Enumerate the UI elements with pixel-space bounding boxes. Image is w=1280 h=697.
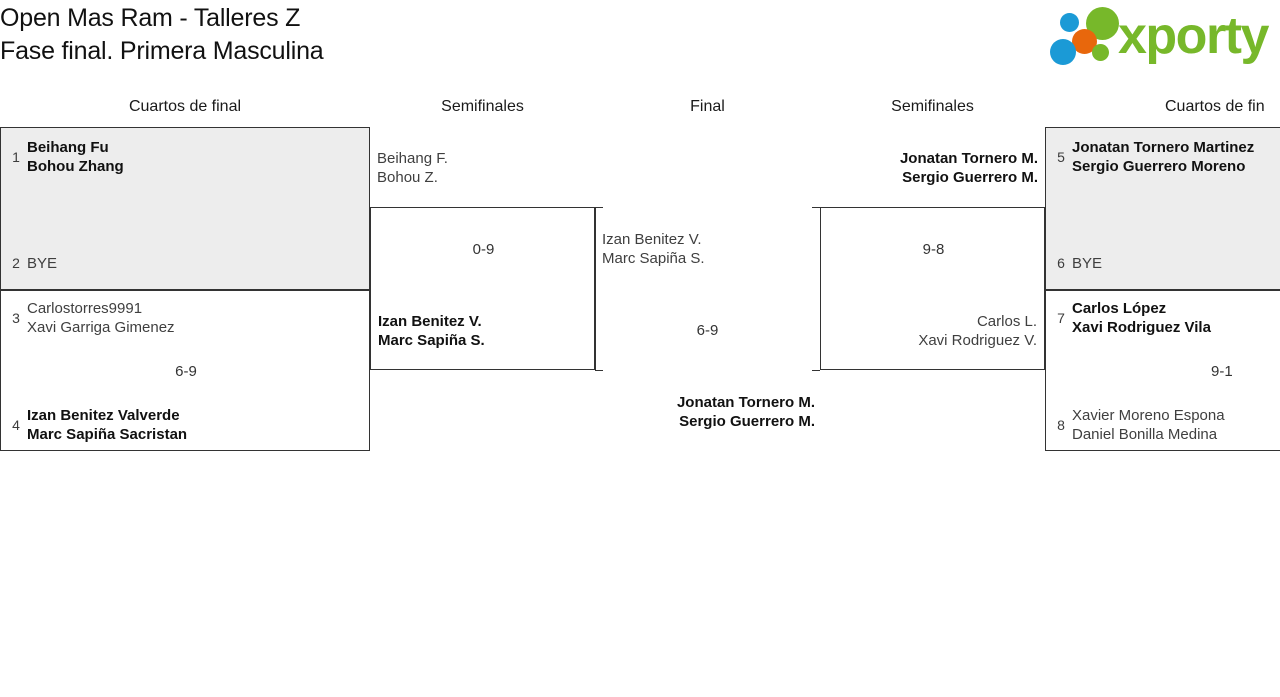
column-header-semifinals-left: Semifinales <box>441 98 524 115</box>
seed-number: 5 <box>1057 148 1065 165</box>
tournament-title-block: Open Mas Ram - Talleres Z Fase final. Pr… <box>0 2 324 68</box>
seed-number: 2 <box>12 255 20 271</box>
seed-number: 4 <box>12 416 20 433</box>
advancing-team-sf-right-a: Jonatan Tornero M.Sergio Guerrero M. <box>899 150 1038 186</box>
match-box-semifinal-left[interactable]: 0-9 Izan Benitez V.Marc Sapiña S. <box>370 207 595 370</box>
column-header-quarterfinals-right: Cuartos de fin <box>1165 98 1265 115</box>
advancing-team-sf-left-a: Beihang F.Bohou Z. <box>377 150 448 186</box>
logo-wordmark: xporty <box>1118 7 1269 65</box>
final-connector-right-top <box>812 207 820 208</box>
team-names: Izan Benitez V.Marc Sapiña S. <box>378 313 485 349</box>
team-sf-right-b[interactable]: Carlos L.Xavi Rodriguez V. <box>918 312 1037 350</box>
score-semifinal-left: 0-9 <box>472 241 495 258</box>
advancing-team-final-a: Izan Benitez V.Marc Sapiña S. <box>602 231 705 267</box>
match-box-semifinal-right[interactable]: 9-8 Carlos L.Xavi Rodriguez V. <box>820 207 1045 370</box>
team-qf1-b[interactable]: 2 BYE <box>5 254 57 273</box>
column-header-final: Final <box>690 98 725 115</box>
column-header-quarterfinals-left: Cuartos de final <box>128 98 242 115</box>
logo-dot-green-small <box>1092 44 1109 61</box>
final-connector-left-top <box>595 207 603 208</box>
score-semifinal-right: 9-8 <box>922 241 945 258</box>
tournament-phase: Fase final. Primera Masculina <box>0 37 324 65</box>
team-names: BYE <box>1072 255 1103 272</box>
final-connector-left-vertical <box>595 207 596 370</box>
seed-number: 3 <box>12 309 20 326</box>
seed-number: 8 <box>1057 416 1065 433</box>
seed-number: 6 <box>1057 255 1065 271</box>
score-qf4: 9-1 <box>1211 363 1233 380</box>
team-qf3-b[interactable]: 6 BYE <box>1050 254 1102 273</box>
logo-dots-icon <box>1048 6 1126 66</box>
seed-number: 7 <box>1057 309 1065 326</box>
team-names: Carlos L.Xavi Rodriguez V. <box>918 313 1037 349</box>
column-header-semifinals-right: Semifinales <box>891 98 974 115</box>
team-names: BYE <box>27 255 58 272</box>
page-header: Open Mas Ram - Talleres Z Fase final. Pr… <box>0 0 1280 92</box>
xporty-logo[interactable]: xporty <box>1048 4 1280 68</box>
champion-team: Jonatan Tornero M.Sergio Guerrero M. <box>676 394 815 430</box>
final-connector-left-bottom <box>595 370 603 371</box>
score-qf2: 6-9 <box>175 363 197 380</box>
seed-number: 1 <box>12 148 20 165</box>
team-sf-left-b[interactable]: Izan Benitez V.Marc Sapiña S. <box>378 312 485 350</box>
final-connector-right-bottom <box>812 370 820 371</box>
tournament-name: Open Mas Ram - Talleres Z <box>0 4 301 32</box>
logo-dot-blue-small <box>1060 13 1079 32</box>
logo-dot-blue-large <box>1050 39 1076 65</box>
score-final: 6-9 <box>696 322 719 339</box>
